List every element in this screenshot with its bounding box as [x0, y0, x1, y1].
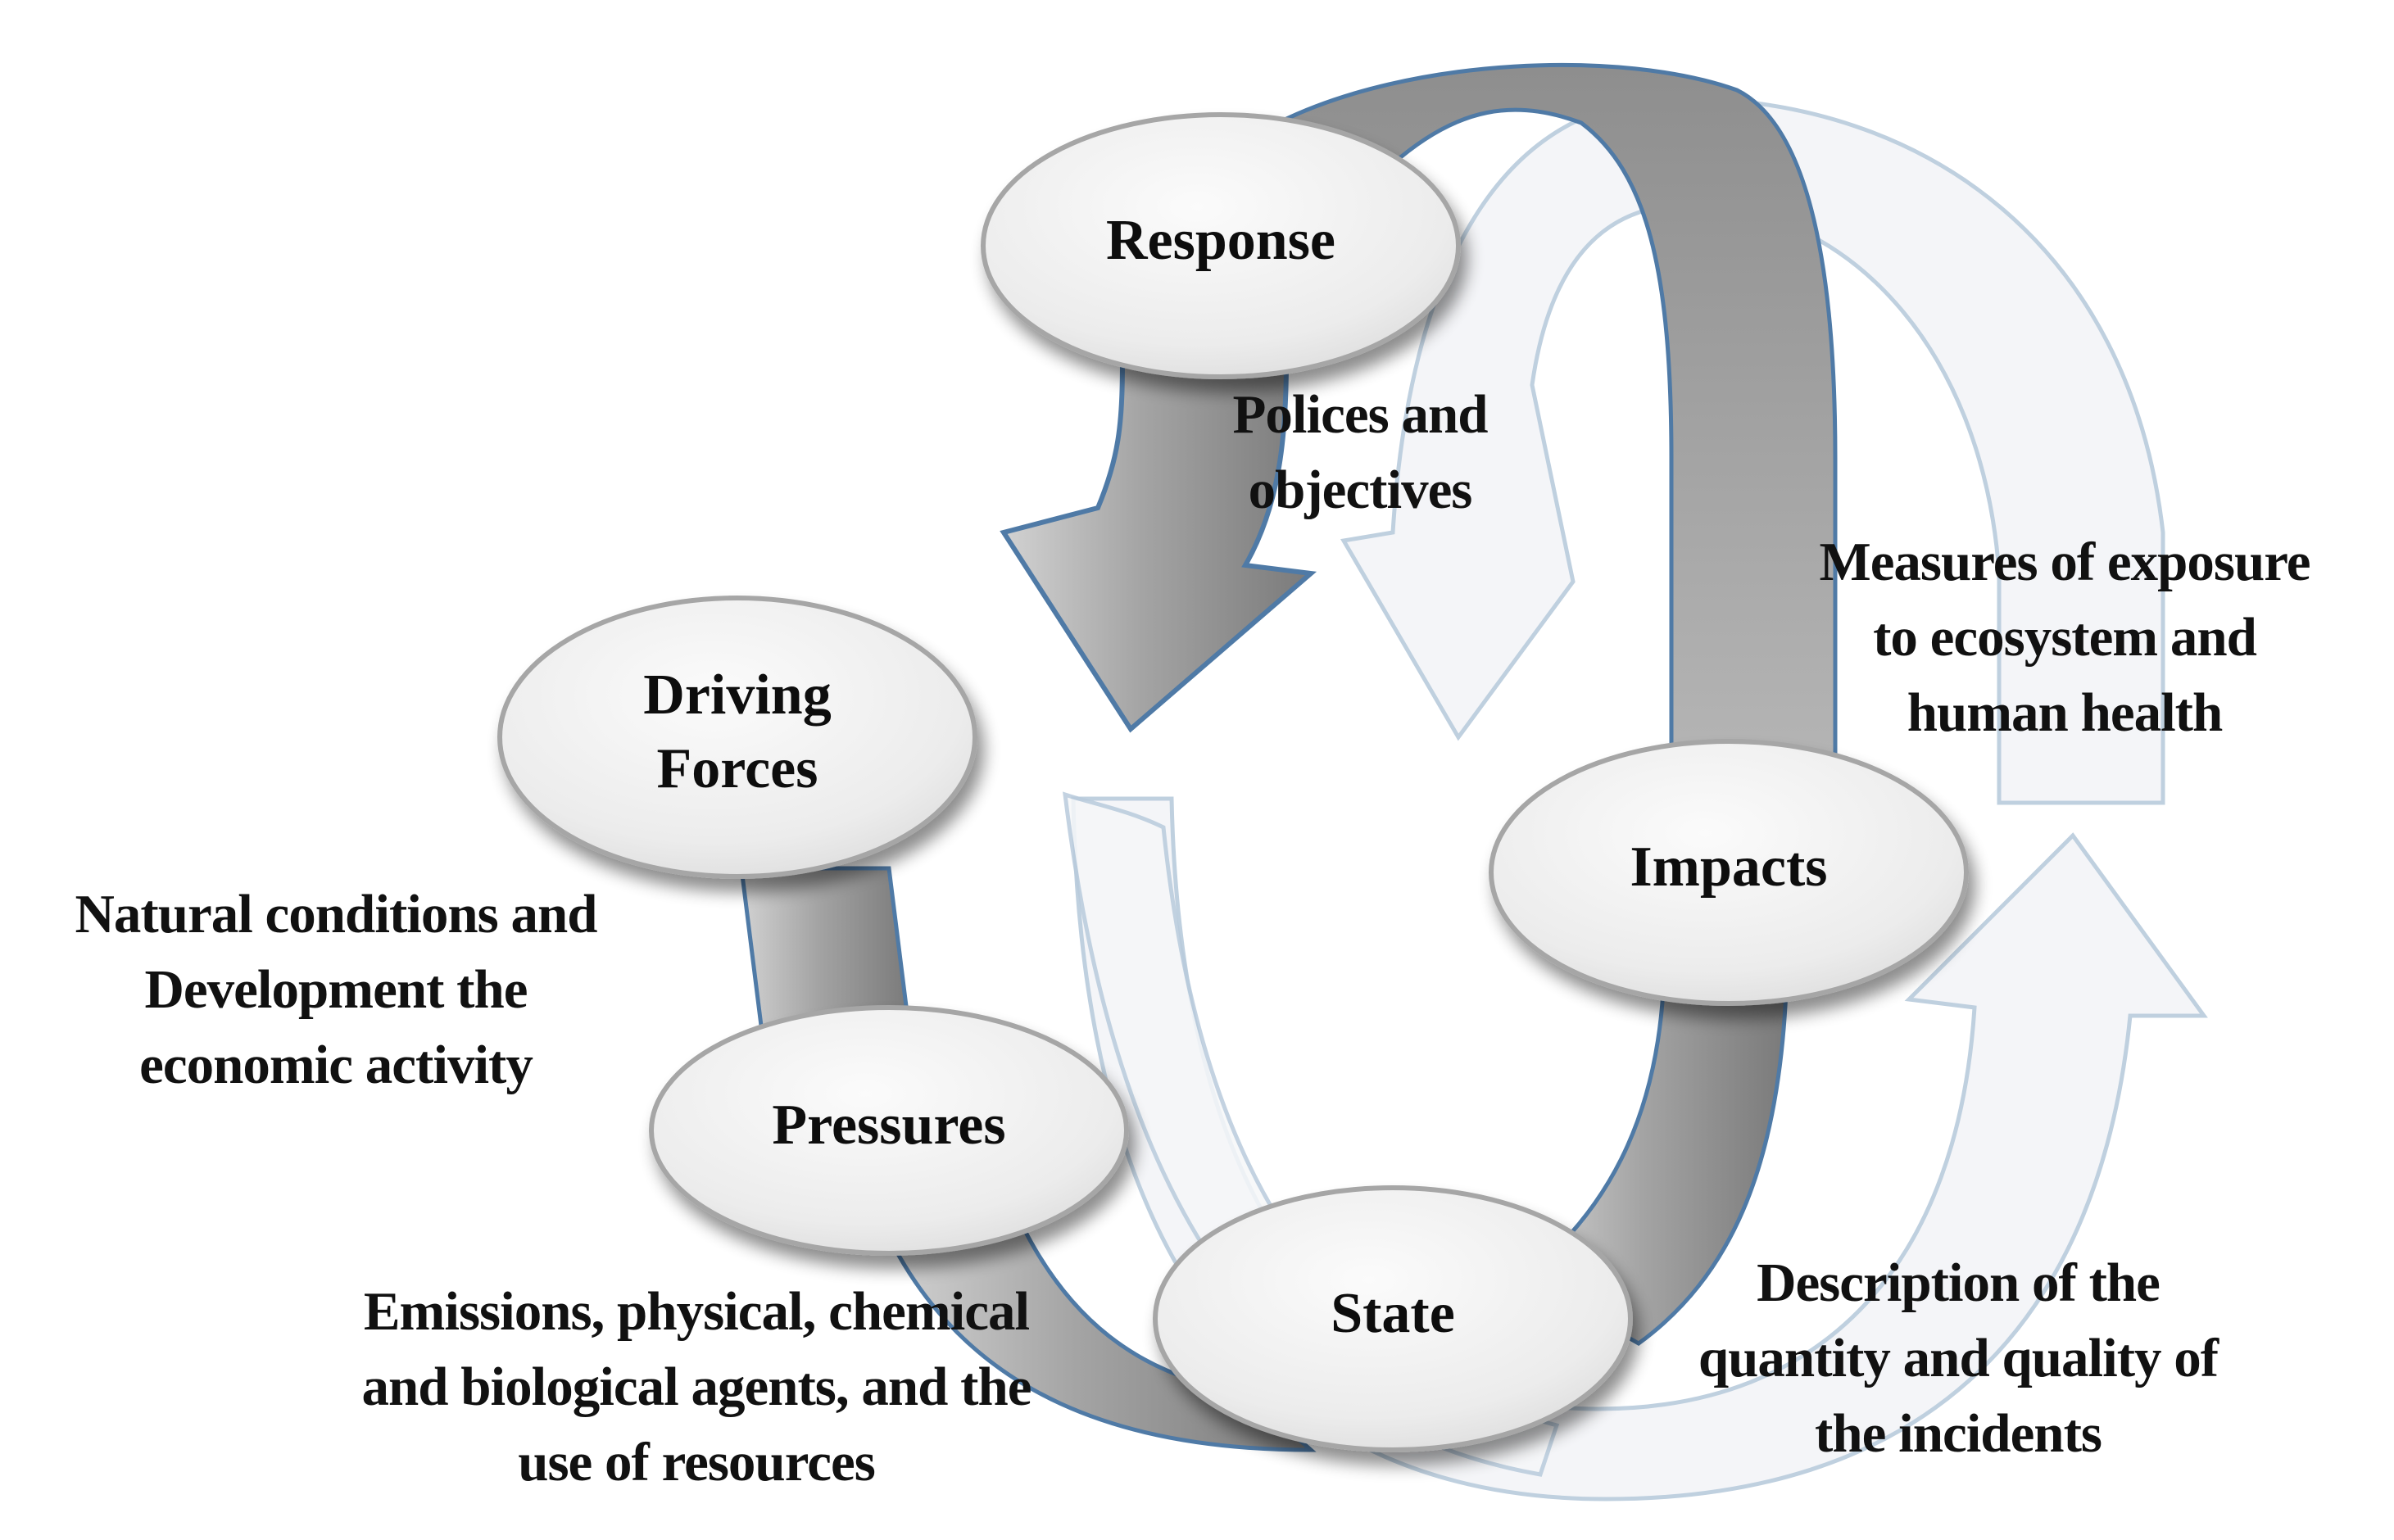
node-state: State: [1153, 1185, 1633, 1452]
impacts-description-line1: Measures of exposure: [1819, 532, 2310, 592]
response-description-line2: objectives: [1248, 460, 1473, 520]
node-state-label: State: [1331, 1282, 1455, 1345]
node-pressures-shape: [649, 1005, 1129, 1256]
band-top-arch: [1272, 62, 1838, 830]
state-description-line2: quantity and quality of: [1698, 1328, 2219, 1388]
band-response-arrow: [1000, 358, 1317, 733]
node-pressures-label: Pressures: [772, 1094, 1005, 1157]
impacts-description-line3: human health: [1907, 682, 2224, 743]
driving-forces-description: Natural conditions and Development the e…: [16, 876, 655, 1103]
response-description-line1: Polices and: [1232, 384, 1489, 445]
impacts-description: Measures of exposure to ecosystem and hu…: [1761, 524, 2368, 750]
node-driving-forces-label-line2: Forces: [657, 737, 818, 800]
node-pressures: Pressures: [649, 1005, 1129, 1256]
node-impacts-shape: [1489, 739, 1969, 1006]
node-impacts-label: Impacts: [1630, 836, 1827, 899]
impacts-description-line2: to ecosystem and: [1873, 607, 2257, 668]
state-description-line3: the incidents: [1815, 1403, 2102, 1464]
response-description: Polices and objectives: [1188, 377, 1532, 528]
driving-forces-description-line2: Development the: [144, 959, 528, 1020]
node-response-shape: [981, 112, 1461, 379]
node-driving-forces-shape: [497, 596, 977, 879]
pressures-description: Emissions, physical, chemical and biolog…: [270, 1274, 1122, 1500]
node-response-label: Response: [1106, 209, 1335, 272]
node-impacts: Impacts: [1489, 739, 1969, 1006]
pressures-description-line1: Emissions, physical, chemical: [363, 1281, 1030, 1342]
driving-forces-description-line1: Natural conditions and: [75, 884, 598, 944]
node-driving-forces: Driving Forces: [497, 596, 977, 879]
driving-forces-description-line3: economic activity: [139, 1035, 533, 1095]
pressures-description-line2: and biological agents, and the: [361, 1357, 1032, 1417]
node-state-shape: [1153, 1185, 1633, 1452]
node-response: Response: [981, 112, 1461, 379]
pressures-description-line3: use of resources: [518, 1432, 876, 1492]
state-description: Description of the quantity and quality …: [1630, 1245, 2286, 1471]
node-driving-forces-label-line1: Driving: [643, 664, 831, 727]
state-description-line1: Description of the: [1757, 1252, 2160, 1313]
